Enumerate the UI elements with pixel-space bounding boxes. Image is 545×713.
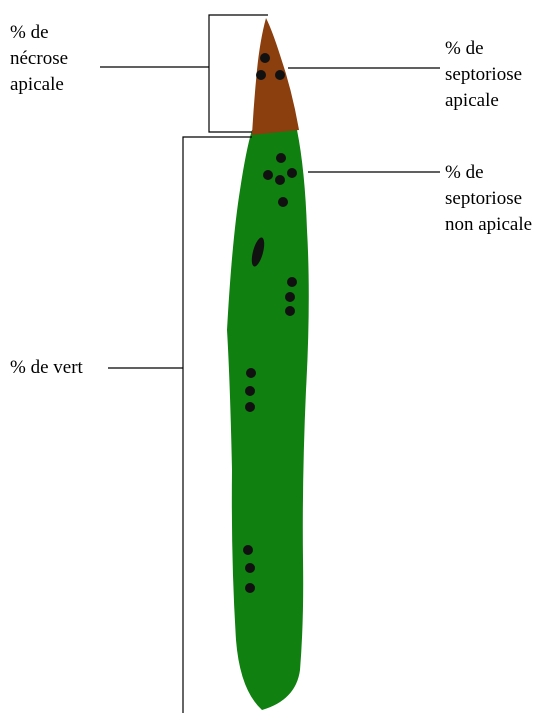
label-line: septoriose: [445, 62, 522, 88]
vert-bracket: [108, 137, 252, 713]
lesion-spot: [260, 53, 270, 63]
label-line: nécrose: [10, 46, 68, 72]
label-line: apicale: [10, 72, 68, 98]
lesion-spot: [278, 197, 288, 207]
vert-label: % de vert: [10, 355, 83, 381]
lesion-spot: [256, 70, 266, 80]
lesion-spot: [243, 545, 253, 555]
lesion-spot: [245, 402, 255, 412]
label-line: % de: [445, 36, 522, 62]
lesion-spot: [246, 368, 256, 378]
label-line: % de: [10, 20, 68, 46]
lesion-spot: [287, 168, 297, 178]
lesion-spot: [275, 70, 285, 80]
label-line: % de vert: [10, 355, 83, 381]
lesion-spot: [245, 563, 255, 573]
lesion-spot: [245, 386, 255, 396]
necrose-apicale-bracket: [100, 15, 268, 132]
necrose-apicale-label: % de nécrose apicale: [10, 20, 68, 98]
label-line: non apicale: [445, 212, 532, 238]
label-line: septoriose: [445, 186, 532, 212]
lesion-spot: [263, 170, 273, 180]
septoriose-apicale-label: % de septoriose apicale: [445, 36, 522, 114]
septoriose-non-apicale-label: % de septoriose non apicale: [445, 160, 532, 238]
lesion-spot: [287, 277, 297, 287]
green-leaf-area: [227, 130, 309, 710]
lesion-spot: [285, 306, 295, 316]
lesion-spot: [275, 175, 285, 185]
lesion-spot: [245, 583, 255, 593]
label-line: % de: [445, 160, 532, 186]
lesion-spot: [276, 153, 286, 163]
label-line: apicale: [445, 88, 522, 114]
lesion-spot: [285, 292, 295, 302]
